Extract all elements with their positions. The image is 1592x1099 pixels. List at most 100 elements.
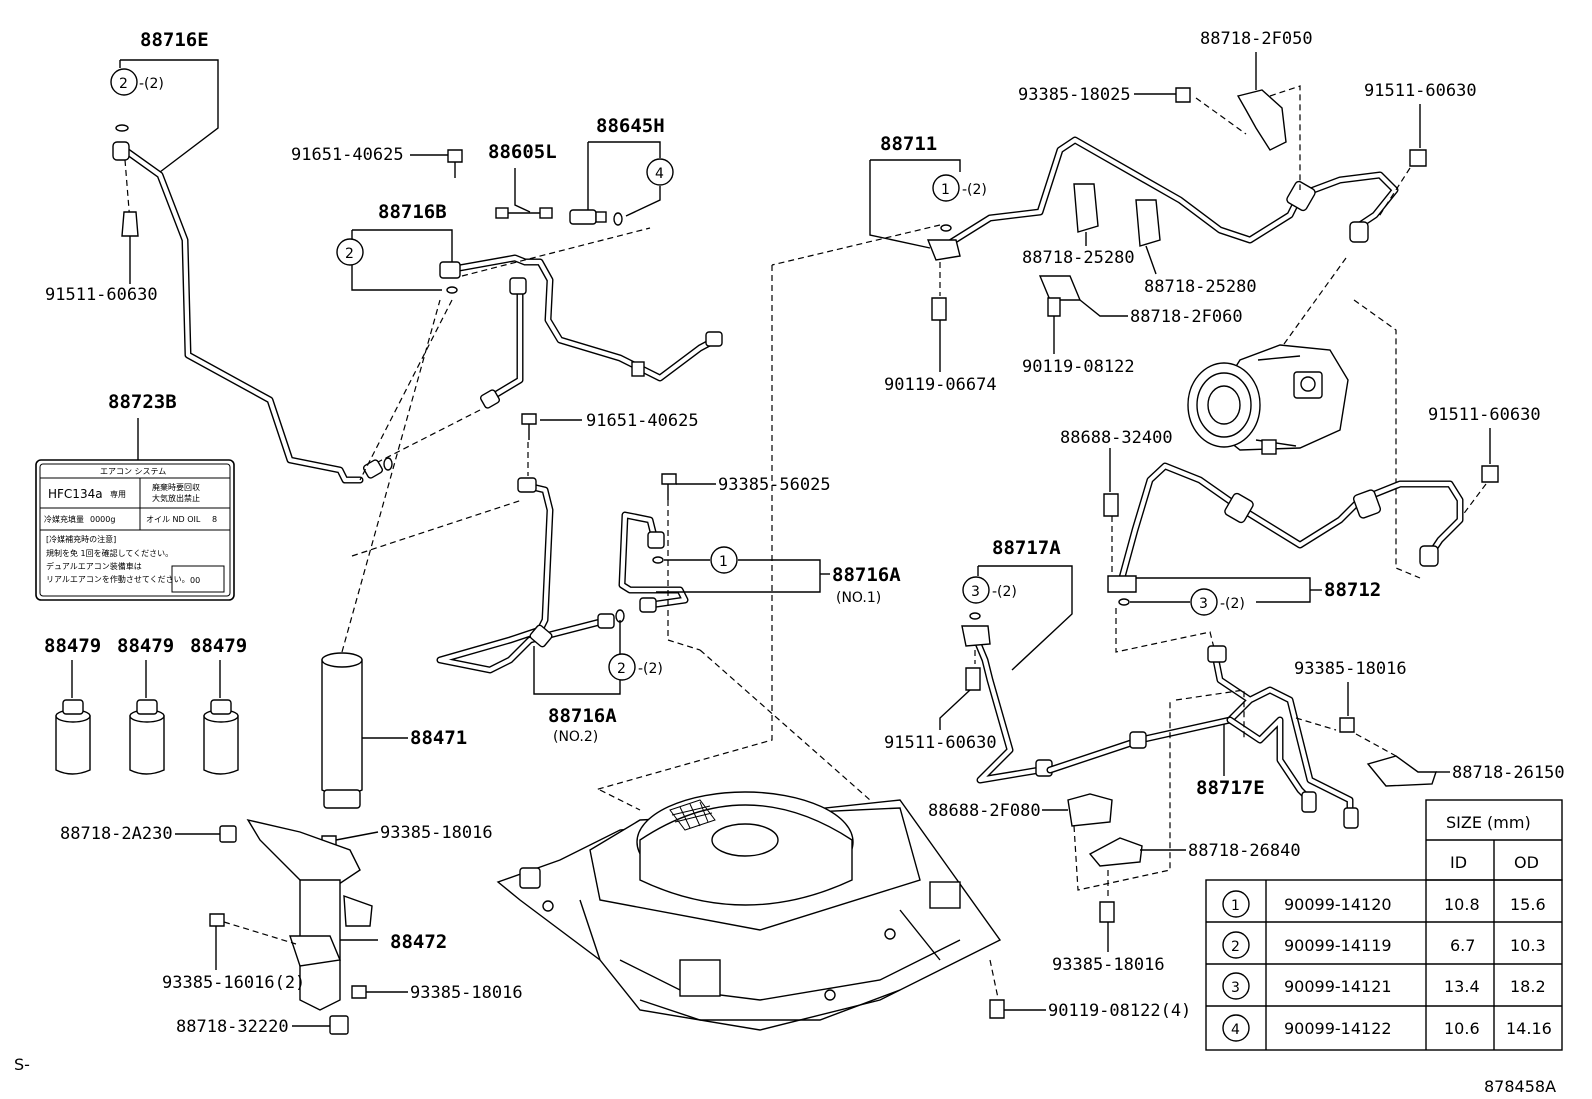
illustration-number: 878458A	[1484, 1077, 1556, 1096]
compressor-group: 88688-32400 91511-60630	[1060, 257, 1541, 579]
label-91511-60630-a[interactable]: 91511-60630	[45, 285, 158, 305]
pipe-88712-group: 88712 3 -(2)	[1107, 462, 1464, 653]
clamp-icon	[1366, 755, 1437, 787]
label-91511-60630-d[interactable]: 91511-60630	[884, 733, 997, 753]
label-88716A-no2[interactable]: 88716A	[548, 705, 617, 727]
bracket-icon	[1073, 183, 1099, 233]
size-row-od: 15.6	[1510, 895, 1546, 914]
label-91651-40625-a[interactable]: 91651-40625	[291, 145, 404, 165]
oil-cans-88479: 88479 88479 88479	[44, 635, 247, 775]
circle-4-icon	[646, 158, 674, 186]
label-88716B[interactable]: 88716B	[378, 201, 447, 223]
bolt-icon	[351, 985, 367, 999]
label-93385-18025[interactable]: 93385-18025	[1018, 85, 1131, 105]
size-table-header: SIZE (mm)	[1446, 813, 1531, 832]
label-88718-2A230[interactable]: 88718-2A230	[60, 824, 173, 844]
sticker-refrigerant-note: 専用	[110, 489, 126, 499]
circle-2-icon	[608, 653, 636, 681]
bracket-88472-group: 88718-2A230 93385-18016 88472 93385-1601…	[60, 818, 523, 1037]
label-91651-40625-b[interactable]: 91651-40625	[586, 411, 699, 431]
pipe-88716E-group: 88716E 2 -(2) 91511-60630	[45, 29, 393, 484]
bolt-icon	[1175, 87, 1191, 103]
circle-1-number-b: 1	[941, 182, 950, 198]
label-90119-06674[interactable]: 90119-06674	[884, 375, 997, 395]
label-91511-60630-b[interactable]: 91511-60630	[1364, 81, 1477, 101]
label-88605L[interactable]: 88605L	[488, 141, 557, 163]
sticker-warning-1: 廃棄時要回収	[152, 482, 200, 492]
label-88645H[interactable]: 88645H	[596, 115, 665, 137]
label-93385-18016-a[interactable]: 93385-18016	[1294, 659, 1407, 679]
bracket-icon	[246, 818, 361, 891]
circle-2-number: 2	[119, 76, 128, 92]
label-93385-18016-d[interactable]: 93385-18016	[410, 983, 523, 1003]
oil-can-icon	[129, 699, 165, 775]
label-88716E-qty: -(2)	[139, 76, 164, 92]
circle-3-number-b: 3	[971, 584, 980, 600]
circle-1-icon	[1222, 890, 1250, 918]
bolt-icon	[661, 473, 677, 485]
label-88717A[interactable]: 88717A	[992, 537, 1061, 559]
sticker-charge-value: 0000g	[90, 515, 115, 524]
size-row-ref: 1	[1231, 898, 1240, 914]
sticker-code: 00	[190, 576, 200, 585]
label-88716A-no1[interactable]: 88716A	[832, 564, 901, 586]
bracket-icon	[1135, 199, 1161, 247]
size-row-id: 10.8	[1444, 895, 1480, 914]
label-91511-60630-c[interactable]: 91511-60630	[1428, 405, 1541, 425]
label-88718-26840[interactable]: 88718-26840	[1188, 841, 1301, 861]
sticker-oil-value: 8	[212, 515, 217, 524]
sticker-note-1: 規制を免 1回を確認してください。	[46, 548, 173, 558]
label-88479-b[interactable]: 88479	[117, 635, 174, 657]
label-90119-08122-4[interactable]: 90119-08122(4)	[1048, 1001, 1191, 1021]
label-88718-25280-a[interactable]: 88718-25280	[1022, 248, 1135, 268]
label-88717E[interactable]: 88717E	[1196, 777, 1265, 799]
label-88688-2F080[interactable]: 88688-2F080	[928, 801, 1041, 821]
label-88472[interactable]: 88472	[390, 931, 447, 953]
label-88718-32220[interactable]: 88718-32220	[176, 1017, 289, 1037]
bolt-icon	[121, 211, 139, 237]
size-row-id: 6.7	[1450, 936, 1475, 955]
receiver-dryer-icon	[321, 659, 363, 796]
size-row-part: 90099-14120	[1284, 895, 1392, 914]
pipe-88711-group: 88711 1 -(2) 90119-06674 88718-2F050 933…	[869, 29, 1477, 395]
pipe-88717E-group: 88717E 93385-18016 88718-26150 88688-2F0…	[928, 645, 1565, 975]
label-88716A-no2-qty: -(2)	[638, 661, 663, 677]
label-93385-18016-c[interactable]: 93385-18016	[380, 823, 493, 843]
label-93385-16016-2[interactable]: 93385-16016(2)	[162, 973, 305, 993]
label-93385-18016-b[interactable]: 93385-18016	[1052, 955, 1165, 975]
label-88718-2F060[interactable]: 88718-2F060	[1130, 307, 1243, 327]
oil-can-icon	[203, 699, 239, 775]
bracket-icon	[1088, 837, 1143, 867]
sticker-refrigerant: HFC134a	[48, 487, 103, 501]
label-88718-2F050[interactable]: 88718-2F050	[1200, 29, 1313, 49]
size-row-od: 14.16	[1506, 1019, 1552, 1038]
label-88718-26150[interactable]: 88718-26150	[1452, 763, 1565, 783]
label-88479-c[interactable]: 88479	[190, 635, 247, 657]
clip-icon	[329, 1015, 349, 1035]
bolt-icon	[1099, 901, 1115, 923]
bolt-icon	[1409, 149, 1427, 167]
label-88718-25280-b[interactable]: 88718-25280	[1144, 277, 1257, 297]
circle-4-number: 4	[655, 166, 664, 182]
pressure-switch-icon	[569, 209, 597, 225]
label-88712[interactable]: 88712	[1324, 579, 1381, 601]
circle-3-number: 3	[1199, 596, 1208, 612]
label-88688-32400[interactable]: 88688-32400	[1060, 428, 1173, 448]
label-88711[interactable]: 88711	[880, 133, 937, 155]
label-88723B[interactable]: 88723B	[108, 391, 177, 413]
sticker-title: エアコン システム	[100, 467, 166, 476]
label-88716E[interactable]: 88716E	[140, 29, 209, 51]
label-88723B-group: 88723B エアコン システム HFC134a 専用 廃棄時要回収 大気放出禁…	[35, 391, 235, 601]
size-row-id: 13.4	[1444, 977, 1480, 996]
clamp-icon	[1236, 89, 1287, 151]
label-88471[interactable]: 88471	[410, 727, 467, 749]
circle-1-icon	[932, 174, 960, 202]
label-93385-56025[interactable]: 93385-56025	[718, 475, 831, 495]
size-row-part: 90099-14122	[1284, 1019, 1392, 1038]
size-row-part: 90099-14119	[1284, 936, 1392, 955]
label-90119-08122[interactable]: 90119-08122	[1022, 357, 1135, 377]
label-88479-a[interactable]: 88479	[44, 635, 101, 657]
oil-can-icon	[55, 699, 91, 775]
size-row-ref: 2	[1231, 939, 1240, 955]
